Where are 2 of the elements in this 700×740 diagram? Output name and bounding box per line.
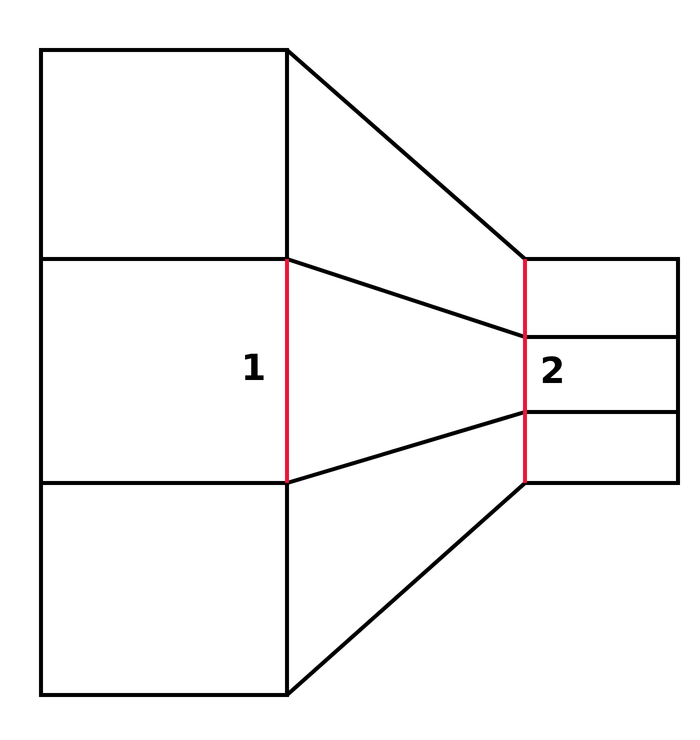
section-number: 1 — [241, 349, 266, 389]
section-number: 2 — [540, 352, 566, 392]
